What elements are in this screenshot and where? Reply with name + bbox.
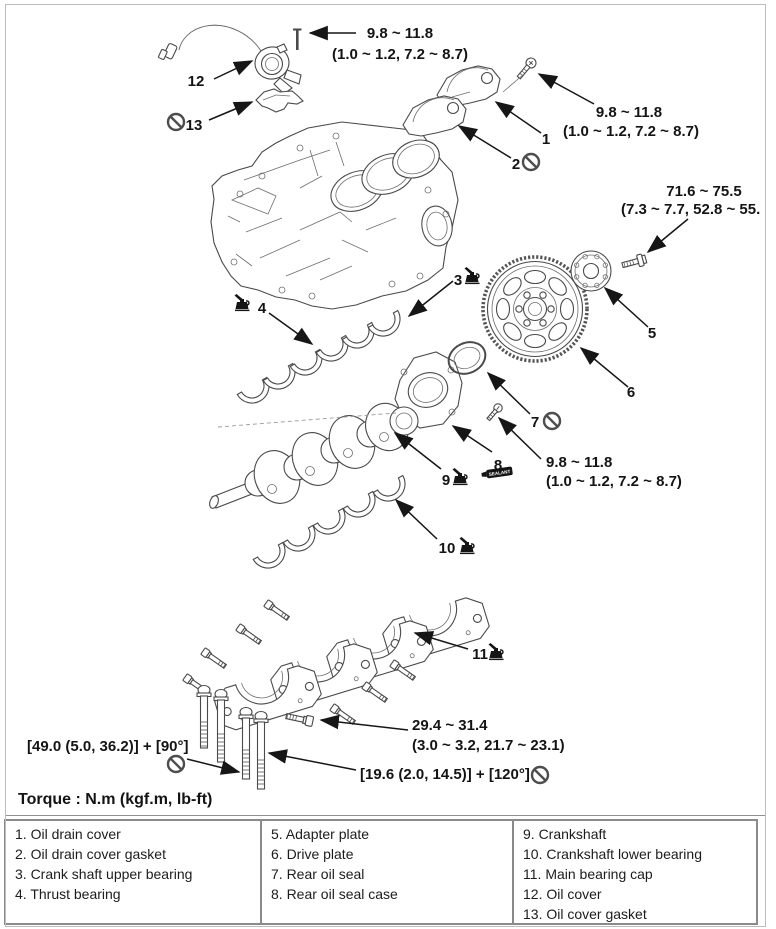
legend-column-3: 9. Crankshaft 10. Crankshaft lower beari… bbox=[512, 821, 756, 923]
sealant-label: SEALANT bbox=[488, 469, 510, 477]
part-label-7: 7 bbox=[531, 414, 539, 431]
oil-drain-cover-bolt bbox=[516, 57, 537, 80]
adapter-plate-drawing bbox=[570, 250, 612, 292]
legend-item: 13. Oil cover gasket bbox=[523, 906, 647, 922]
oil-drain-cover-gasket-drawing bbox=[402, 95, 467, 137]
torque-callout-oil-cover-line2: (1.0 ~ 1.2, 7.2 ~ 8.7) bbox=[332, 46, 468, 63]
legend-item: 4. Thrust bearing bbox=[15, 886, 121, 902]
torque-callout-drive-plate-line1: 71.6 ~ 75.5 bbox=[666, 183, 741, 200]
part-label-11: 11 bbox=[472, 646, 488, 663]
oil-can-icon bbox=[458, 536, 476, 555]
panel-divider bbox=[5, 815, 765, 816]
part-label-5: 5 bbox=[648, 325, 656, 342]
upper-bearing-shells-drawing bbox=[236, 309, 407, 410]
legend-item: 12. Oil cover bbox=[523, 886, 602, 902]
parts-legend-table: 1. Oil drain cover 2. Oil drain cover ga… bbox=[4, 819, 758, 925]
drive-plate-drawing bbox=[481, 255, 589, 363]
part-label-12: 12 bbox=[188, 73, 205, 90]
torque-callout-side-bolt-line1: 29.4 ~ 31.4 bbox=[412, 717, 488, 734]
cap-side-bolt-29 bbox=[285, 712, 315, 727]
no-reuse-icon bbox=[166, 754, 186, 774]
no-reuse-icon bbox=[521, 152, 541, 172]
torque-units-note: Torque : N.m (kgf.m, lb-ft) bbox=[18, 791, 212, 808]
torque-callout-small-bolt-stage: [19.6 (2.0, 14.5)] + [120°] bbox=[360, 766, 530, 783]
legend-item: 1. Oil drain cover bbox=[15, 826, 121, 842]
legend-item: 11. Main bearing cap bbox=[523, 866, 653, 882]
alignment-dashed-line bbox=[217, 412, 397, 428]
no-reuse-icon bbox=[530, 765, 550, 785]
part-label-1: 1 bbox=[542, 131, 550, 148]
legend-item: 9. Crankshaft bbox=[523, 826, 607, 842]
cap-main-bolts bbox=[196, 684, 269, 790]
drive-plate-bolt bbox=[621, 253, 648, 269]
part-label-2: 2 bbox=[512, 156, 520, 173]
oil-can-icon bbox=[233, 293, 251, 312]
sealant-icon: SEALANT bbox=[481, 466, 513, 479]
torque-callout-side-bolt-line2: (3.0 ~ 3.2, 21.7 ~ 23.1) bbox=[412, 737, 565, 754]
part-label-13: 13 bbox=[186, 117, 203, 134]
part-label-10: 10 bbox=[439, 540, 456, 557]
rear-oil-seal-drawing bbox=[447, 341, 487, 375]
part-label-3: 3 bbox=[454, 272, 462, 289]
exploded-view-panel: SEALANT 1 2 3 4 5 6 7 8 9 10 11 12 13 9.… bbox=[18, 24, 760, 808]
legend-item: 3. Crank shaft upper bearing bbox=[15, 866, 193, 882]
leader-arrows bbox=[186, 25, 689, 775]
torque-callout-oil-drain-line2: (1.0 ~ 1.2, 7.2 ~ 8.7) bbox=[563, 123, 699, 140]
legend-item: 8. Rear oil seal case bbox=[271, 886, 398, 902]
legend-column-1: 1. Oil drain cover 2. Oil drain cover ga… bbox=[6, 821, 260, 923]
torque-callout-oil-cover-line1: 9.8 ~ 11.8 bbox=[367, 25, 433, 42]
legend-item: 7. Rear oil seal bbox=[271, 866, 365, 882]
torque-callout-oil-drain-line1: 9.8 ~ 11.8 bbox=[596, 104, 662, 121]
part-label-6: 6 bbox=[627, 384, 635, 401]
torque-callout-main-bolt-stage: [49.0 (5.0, 36.2)] + [90°] bbox=[27, 738, 189, 755]
part-label-4: 4 bbox=[258, 300, 267, 317]
legend-item: 5. Adapter plate bbox=[271, 826, 370, 842]
legend-column-2: 5. Adapter plate 6. Drive plate 7. Rear … bbox=[260, 821, 512, 923]
part-label-8: 8 bbox=[494, 457, 502, 474]
legend-item: 2. Oil drain cover gasket bbox=[15, 846, 166, 862]
part-label-9: 9 bbox=[442, 472, 450, 489]
oil-cover-bolt-pin bbox=[293, 28, 302, 50]
torque-callout-seal-case-line2: (1.0 ~ 1.2, 7.2 ~ 8.7) bbox=[546, 473, 682, 490]
legend-item: 10. Crankshaft lower bearing bbox=[523, 846, 702, 862]
engine-block-drawing bbox=[210, 121, 459, 310]
oil-can-icon bbox=[463, 266, 481, 285]
main-bearing-caps-drawing bbox=[211, 593, 493, 734]
exploded-diagram: SEALANT 1 2 3 4 5 6 7 8 9 10 11 12 13 9.… bbox=[18, 24, 760, 808]
oil-cover-drawing bbox=[157, 24, 302, 95]
legend-item: 6. Drive plate bbox=[271, 846, 354, 862]
no-reuse-icon bbox=[166, 112, 186, 132]
torque-callout-drive-plate-line2: (7.3 ~ 7.7, 52.8 ~ 55. bbox=[621, 201, 760, 218]
oil-cover-gasket-drawing bbox=[255, 88, 304, 113]
crankshaft-drawing bbox=[209, 402, 419, 509]
oil-can-icon bbox=[487, 642, 505, 661]
torque-callout-seal-case-line1: 9.8 ~ 11.8 bbox=[546, 454, 612, 471]
seal-case-screw bbox=[486, 403, 503, 422]
no-reuse-icon bbox=[542, 411, 562, 431]
oil-can-icon bbox=[451, 467, 469, 486]
